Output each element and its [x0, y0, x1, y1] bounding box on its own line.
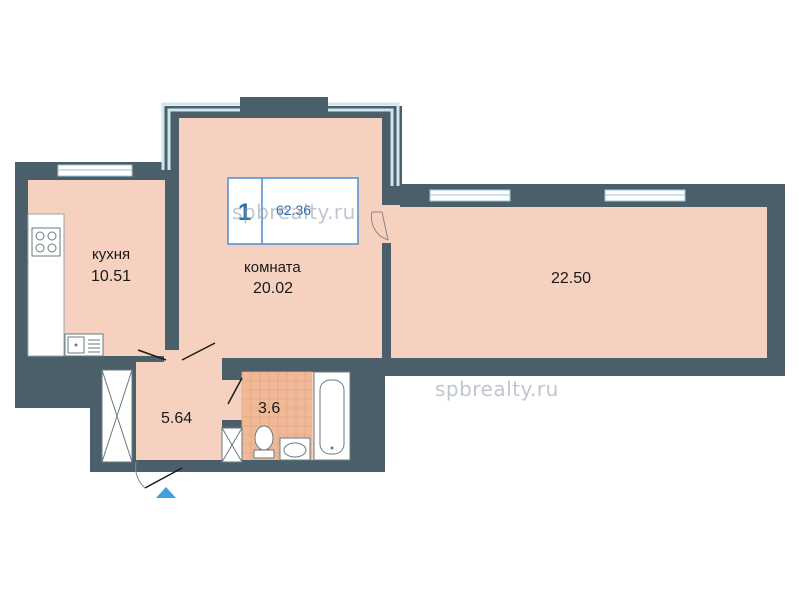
kitchen-area: 10.51 — [91, 268, 132, 285]
doors — [135, 211, 389, 489]
toilet-icon — [253, 425, 275, 459]
watermark-top: spbrealty.ru — [232, 200, 356, 224]
wardrobe — [101, 369, 133, 463]
hall-floor — [136, 362, 222, 460]
kitchen-name: кухня — [92, 246, 131, 263]
doorway-hall — [164, 350, 222, 370]
room-name: комната — [244, 259, 301, 276]
entrance-arrow-icon — [156, 487, 176, 498]
watermark-bottom: spbrealty.ru — [435, 377, 559, 401]
room-count: 1 — [238, 199, 251, 226]
bathtub-icon — [313, 371, 351, 461]
hall-area: 5.64 — [161, 410, 193, 427]
washbasin-icon — [279, 437, 311, 461]
total-area-badge: 1 — [227, 177, 359, 245]
total-area-label: 62.36 — [276, 202, 312, 218]
bath-area: 3.6 — [258, 400, 281, 417]
loggia-area: 22.50 — [551, 270, 592, 287]
utility-shaft — [221, 427, 243, 463]
loggia-floor — [391, 207, 767, 358]
room-area: 20.02 — [253, 280, 294, 297]
sink-icon — [64, 333, 104, 357]
doorway-bath — [222, 380, 244, 420]
bay-window-frame — [161, 102, 400, 186]
stove-icon — [31, 227, 61, 257]
